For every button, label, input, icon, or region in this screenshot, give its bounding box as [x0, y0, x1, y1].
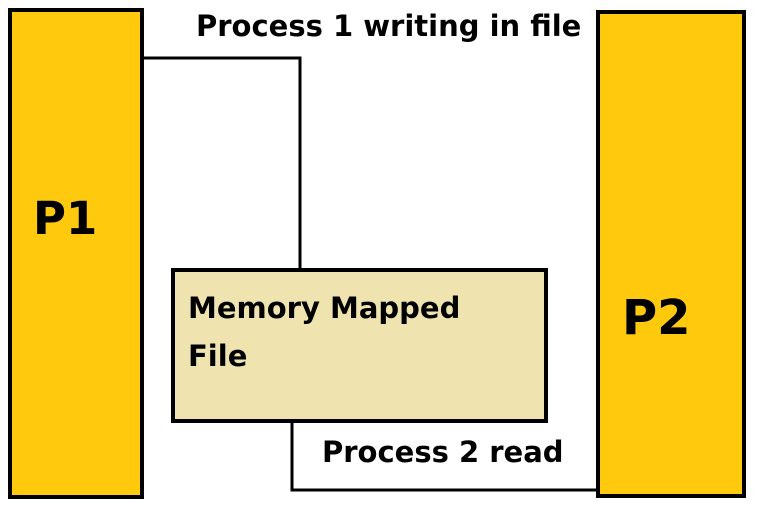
memory-mapped-file-label: Memory Mapped File: [188, 291, 461, 373]
write-connector: [144, 56, 302, 268]
read-caption: Process 2 read: [322, 435, 564, 469]
write-caption: Process 1 writing in file: [196, 9, 582, 43]
process-2-box: P2: [596, 10, 746, 498]
process-1-box: P1: [8, 8, 144, 499]
process-2-label: P2: [622, 290, 691, 346]
memory-mapped-file-box: Memory Mapped File: [171, 268, 548, 423]
process-1-label: P1: [33, 192, 98, 245]
